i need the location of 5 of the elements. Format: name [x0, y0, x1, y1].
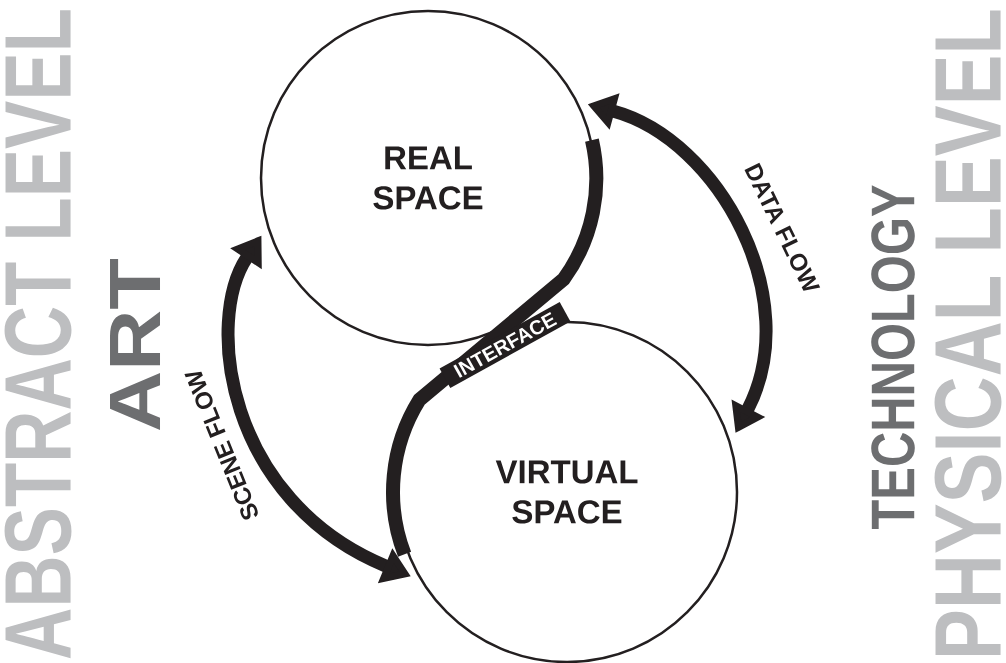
level-label: PHYSICAL LEVEL	[934, 10, 1002, 655]
level-label: ABSTRACT LEVEL	[4, 10, 72, 659]
level-label: ART	[110, 258, 160, 430]
interface-band	[386, 138, 604, 557]
level-label: TECHNOLOGY	[871, 185, 915, 529]
